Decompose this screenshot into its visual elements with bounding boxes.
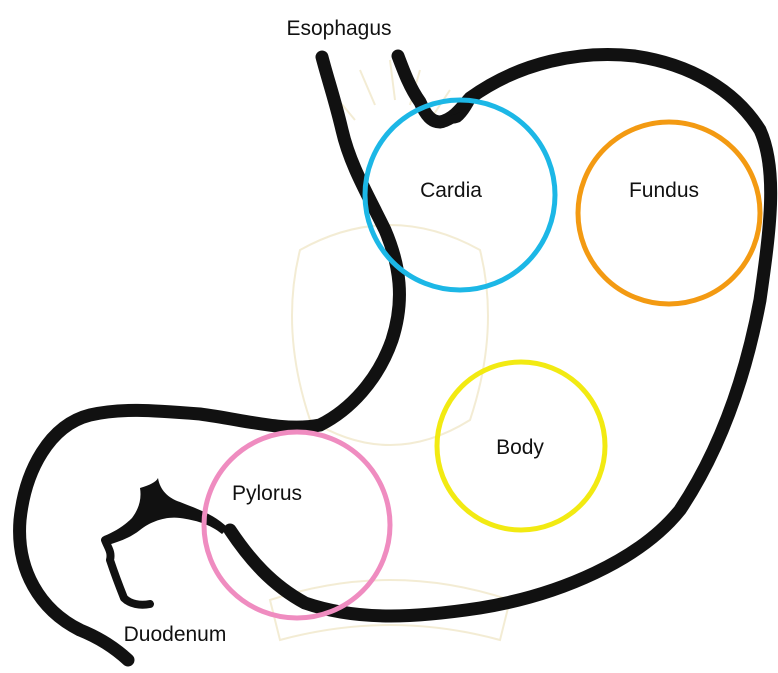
body-label: Body (496, 436, 544, 459)
duodenum-outline (105, 540, 150, 605)
fundus-label: Fundus (629, 179, 699, 202)
pylorus-label: Pylorus (232, 482, 302, 505)
duodenum-label: Duodenum (124, 623, 227, 646)
esophagus-label: Esophagus (286, 17, 391, 40)
fundus-region-circle (578, 122, 760, 304)
cardia-label: Cardia (420, 179, 482, 202)
greater-curvature-outline (230, 55, 771, 616)
lesser-curvature-outline (20, 57, 400, 660)
